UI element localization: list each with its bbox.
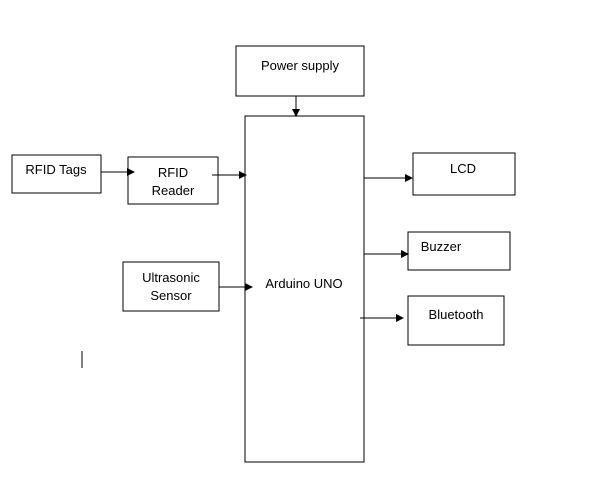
- node-buzzer-label: Buzzer: [421, 239, 462, 254]
- node-rfid-tags-label: RFID Tags: [25, 162, 87, 177]
- node-arduino-uno-label: Arduino UNO: [265, 276, 342, 291]
- node-rfid-reader-label-line-2: Reader: [152, 183, 195, 198]
- node-bluetooth: Bluetooth: [407, 295, 505, 346]
- node-power-supply: Power supply: [235, 45, 365, 97]
- node-ultrasonic-sensor-label-line-2: Sensor: [150, 288, 192, 303]
- node-rfid-reader: RFID Reader: [127, 156, 219, 205]
- node-buzzer: Buzzer: [407, 231, 511, 271]
- node-arduino-uno: Arduino UNO: [244, 115, 365, 463]
- node-power-supply-label: Power supply: [261, 58, 340, 73]
- node-lcd: LCD: [412, 152, 516, 196]
- node-bluetooth-label: Bluetooth: [429, 307, 484, 322]
- node-rfid-reader-label-line-1: RFID: [158, 165, 188, 180]
- node-ultrasonic-sensor-label-line-1: Ultrasonic: [142, 270, 200, 285]
- node-ultrasonic-sensor: Ultrasonic Sensor: [122, 261, 220, 312]
- node-rfid-tags: RFID Tags: [11, 154, 102, 194]
- node-lcd-label: LCD: [450, 161, 476, 176]
